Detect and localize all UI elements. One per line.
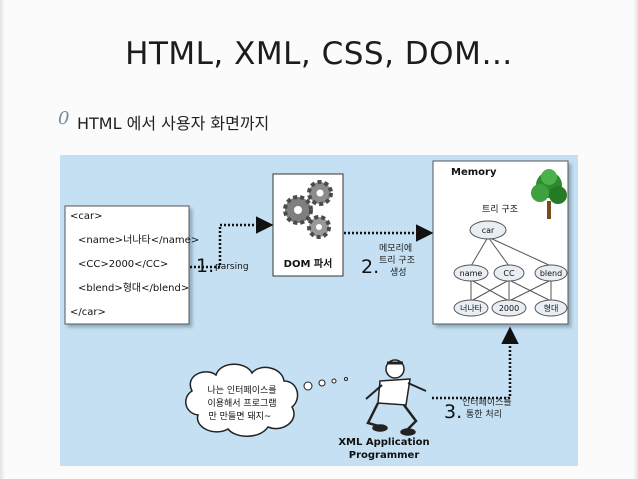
xml-line-1: <car>	[70, 211, 103, 222]
arrow-interface	[432, 326, 519, 400]
node-name-label: name	[460, 269, 483, 278]
node-value-3-label: 형대	[544, 304, 559, 313]
thought-dot-4	[344, 377, 348, 381]
memory-title: Memory	[451, 167, 497, 178]
right-border	[632, 0, 638, 479]
node-value-2-label: 2000	[499, 304, 519, 313]
xml-line-5: </car>	[70, 307, 106, 318]
thought-dot-2	[318, 379, 326, 387]
node-value-1-label: 너나타	[460, 303, 483, 313]
thought-dot-1	[303, 381, 313, 391]
tree-structure-label: 트리 구조	[482, 204, 518, 215]
node-value-1	[453, 299, 489, 317]
bullet-text: HTML 에서 사용자 화면까지	[77, 114, 270, 133]
programmer-label-2: Programmer	[349, 450, 420, 461]
step1-number: 1.	[196, 255, 214, 277]
thought-dot-3	[331, 378, 337, 384]
node-car-label: car	[482, 226, 495, 235]
node-value-3	[534, 299, 568, 317]
step2-label-1: 메모리에	[379, 243, 412, 254]
step3-number: 3.	[444, 401, 462, 423]
step2-label-3: 생성	[390, 267, 407, 278]
xml-line-4: <blend>형대</blend>	[78, 282, 189, 294]
thought-line-2: 이용해서 프로그램	[207, 397, 276, 409]
step3-label-2: 통한 처리	[466, 408, 502, 420]
node-cc	[493, 264, 525, 282]
step2-number: 2.	[361, 256, 379, 278]
xml-line-2: <name>너나타</name>	[78, 234, 199, 246]
step2-label-2: 트리 구조	[379, 255, 415, 266]
thought-bubble	[185, 363, 299, 437]
dom-parser-label: DOM 파서	[284, 257, 333, 270]
xml-code-box	[64, 205, 190, 325]
node-value-2	[491, 299, 527, 317]
gears-icon	[283, 180, 333, 239]
tree-icon	[531, 169, 567, 219]
node-blend-label: blend	[540, 269, 562, 278]
node-blend	[534, 264, 568, 282]
step1-label: parsing	[215, 262, 249, 272]
thought-line-3: 만 만들면 돼지~	[209, 411, 272, 422]
dom-diagram: <car> <name>너나타</name> <CC>2000</CC> <bl…	[60, 155, 578, 466]
tree-edges	[470, 236, 552, 302]
diagram-svg: <car> <name>너나타</name> <CC>2000</CC> <bl…	[64, 160, 569, 461]
programmer-label-1: XML Application	[338, 437, 429, 448]
bullet-marker: 0	[58, 108, 70, 129]
step3-label-1: 인터페이스를	[462, 397, 512, 408]
slide-title: HTML, XML, CSS, DOM…	[125, 36, 513, 72]
xml-line-3: <CC>2000</CC>	[78, 259, 168, 270]
node-cc-label: CC	[503, 269, 515, 278]
programmer-figure-icon	[365, 359, 427, 436]
node-name	[453, 264, 489, 282]
node-car	[469, 220, 507, 240]
arrow-parsing	[190, 216, 274, 269]
thought-line-1: 나는 인터페이스를	[207, 385, 276, 396]
left-border	[0, 0, 6, 479]
